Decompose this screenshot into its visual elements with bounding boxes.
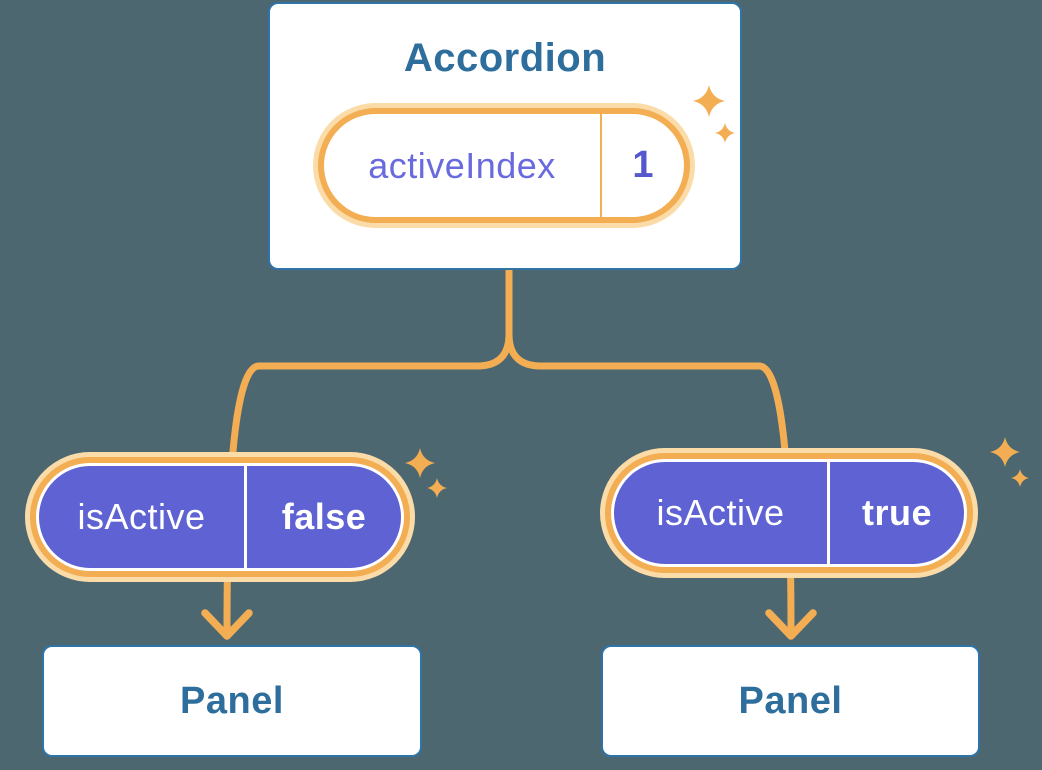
sparkle-icon [1011, 469, 1029, 487]
sparkle-icon [427, 478, 447, 498]
panel-title: Panel [738, 679, 843, 722]
prop-pill-isactive-true: isActive true [600, 448, 978, 578]
arrowhead-left-icon [201, 609, 253, 640]
state-value: 1 [632, 144, 654, 186]
sparkle-icon [405, 448, 435, 478]
panel-card-right: Panel [601, 645, 980, 757]
prop-value: false [281, 496, 367, 537]
panel-title: Panel [180, 679, 284, 722]
state-pill-active-index: activeIndex 1 [313, 103, 695, 228]
sparkle-icon [990, 437, 1020, 467]
prop-label: isActive [77, 496, 206, 537]
prop-pill-isactive-false: isActive false [25, 452, 415, 582]
state-pill-ring: activeIndex 1 [318, 108, 690, 223]
prop-label: isActive [656, 492, 785, 533]
prop-value: true [861, 492, 932, 533]
pill-divider [244, 466, 247, 568]
pill-divider [600, 114, 602, 217]
arrowhead-right-icon [765, 609, 817, 640]
prop-pill-ring: isActive false [30, 457, 410, 577]
pill-divider [827, 462, 830, 564]
state-label: activeIndex [368, 144, 556, 186]
panel-card-left: Panel [42, 645, 422, 757]
prop-pill-ring: isActive true [605, 453, 973, 573]
accordion-title: Accordion [403, 36, 607, 80]
